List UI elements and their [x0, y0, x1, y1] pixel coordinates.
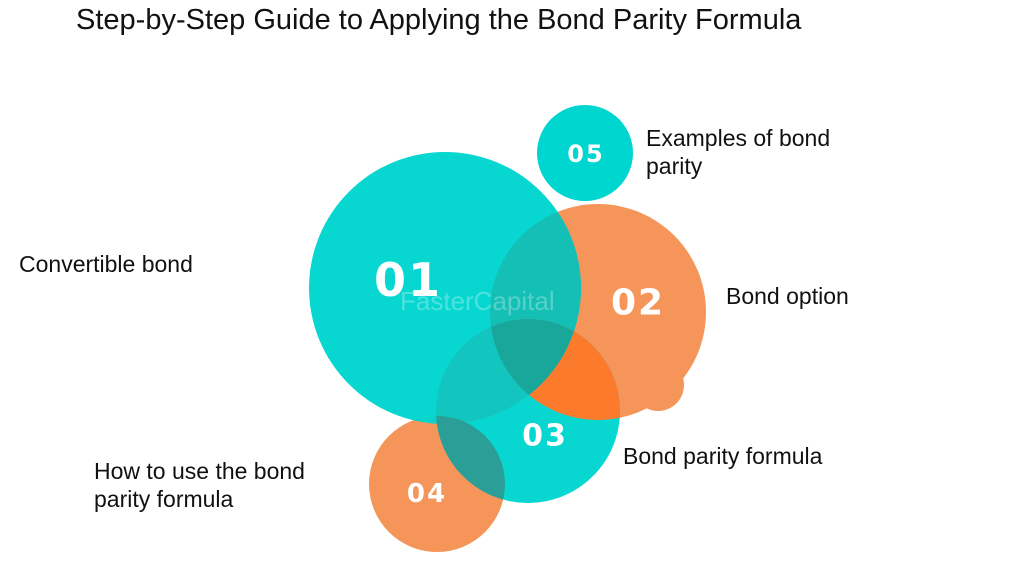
circle-05	[537, 105, 633, 201]
small-bubble	[632, 359, 684, 411]
watermark: FasterCapital	[400, 286, 555, 316]
step-number-05: 05	[567, 140, 604, 168]
step-label-05-line1: Examples of bond	[646, 125, 831, 151]
step-number-01: 01	[374, 253, 442, 307]
step-number-03: 03	[522, 419, 568, 454]
step-label-05-line2: parity	[646, 153, 703, 179]
page-title: Step-by-Step Guide to Applying the Bond …	[76, 4, 802, 36]
step-label-04-line1: How to use the bond	[94, 458, 305, 484]
step-label-03: Bond parity formula	[623, 443, 823, 469]
step-label-04: How to use the bond parity formula	[94, 457, 305, 513]
step-label-01: Convertible bond	[19, 251, 193, 277]
step-label-04-line2: parity formula	[94, 486, 234, 512]
step-number-02: 02	[611, 283, 665, 324]
step-label-05: Examples of bond parity	[646, 124, 830, 180]
step-number-04: 04	[407, 479, 447, 509]
step-label-02: Bond option	[726, 283, 849, 309]
